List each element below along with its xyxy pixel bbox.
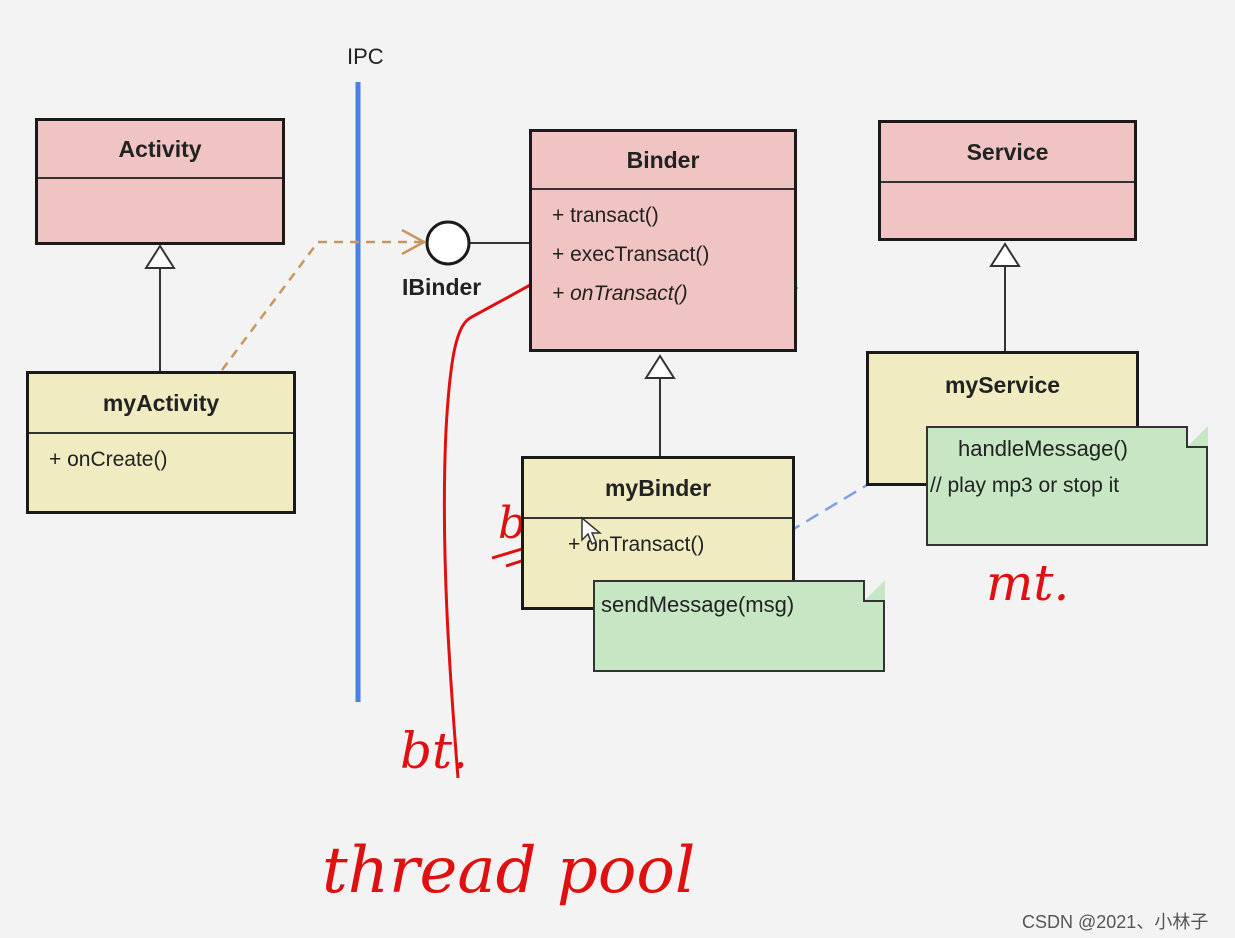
service-class-box[interactable]: Service — [878, 120, 1137, 241]
binder-op-ontransact: + onTransact() — [552, 282, 688, 305]
my-activity-class-box[interactable]: myActivity + onCreate() — [26, 371, 296, 514]
my-service-class-name: myService — [944, 371, 1061, 398]
binder-op-exectransact: + execTransact() — [552, 243, 710, 266]
mouse-cursor-icon — [581, 516, 602, 546]
note-fold-corner — [1186, 426, 1208, 448]
my-binder-class-name: myBinder — [524, 459, 792, 519]
my-activity-op-oncreate: + onCreate() — [49, 448, 168, 471]
binder-inheritance-arrowhead — [644, 354, 676, 379]
note-fold-edge — [1186, 426, 1208, 448]
my-binder-op-ontransact: + onTransact() — [568, 533, 705, 556]
activity-dependency-arrowhead — [401, 228, 427, 256]
send-message-note[interactable]: sendMessage(msg) — [593, 580, 885, 672]
handle-message-note[interactable]: handleMessage() // play mp3 or stop it — [926, 426, 1208, 546]
binder-class-box[interactable]: Binder + transact() + execTransact() + o… — [529, 129, 797, 352]
bt-bottom-handwritten-label: bt. — [400, 722, 468, 780]
note-fold-edge — [863, 580, 885, 602]
csdn-watermark: CSDN @2021、小林子 — [1022, 912, 1209, 932]
binder-class-name: Binder — [532, 132, 794, 190]
binder-op-transact: + transact() — [552, 204, 659, 227]
note-fold-corner — [863, 580, 885, 602]
service-class-name: Service — [881, 123, 1134, 183]
ibinder-label: IBinder — [402, 274, 482, 300]
activity-class-name: Activity — [38, 121, 282, 179]
my-activity-operations: + onCreate() — [29, 434, 293, 479]
activity-inheritance-arrowhead — [144, 244, 176, 269]
handle-message-comment: // play mp3 or stop it — [930, 474, 1120, 497]
bt-thread-path — [442, 252, 585, 779]
handle-message-text: handleMessage() — [958, 436, 1128, 461]
mt-handwritten-label: mt. — [986, 554, 1069, 612]
ipc-label: IPC — [347, 44, 384, 69]
activity-class-box[interactable]: Activity — [35, 118, 285, 245]
my-activity-class-name: myActivity — [29, 374, 293, 434]
ibinder-interface-icon — [425, 220, 471, 266]
binder-operations: + transact() + execTransact() + onTransa… — [532, 190, 794, 313]
my-binder-operations: + onTransact() — [524, 519, 792, 564]
activity-dependency-arrow — [221, 240, 424, 371]
send-message-text: sendMessage(msg) — [601, 592, 795, 617]
service-inheritance-arrowhead — [989, 242, 1021, 267]
thread-pool-handwritten-label: thread pool — [322, 834, 695, 908]
